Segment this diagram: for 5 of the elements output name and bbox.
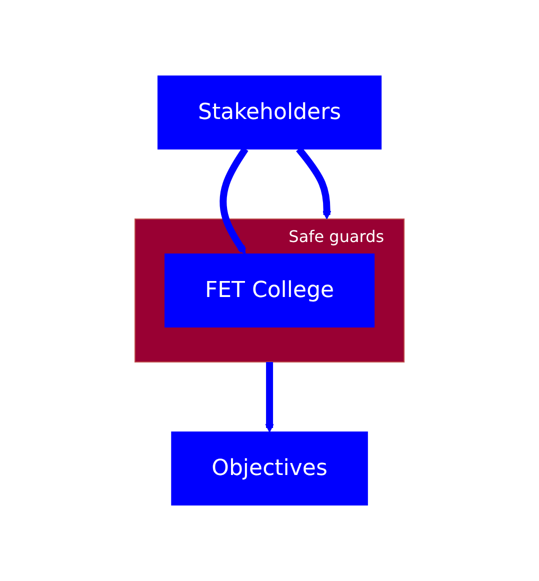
node-box: Stakeholders (157, 76, 382, 150)
arrow (220, 147, 248, 254)
node-box: FET College (164, 254, 375, 328)
arrow (265, 362, 274, 432)
node-box: Objectives (171, 432, 368, 506)
